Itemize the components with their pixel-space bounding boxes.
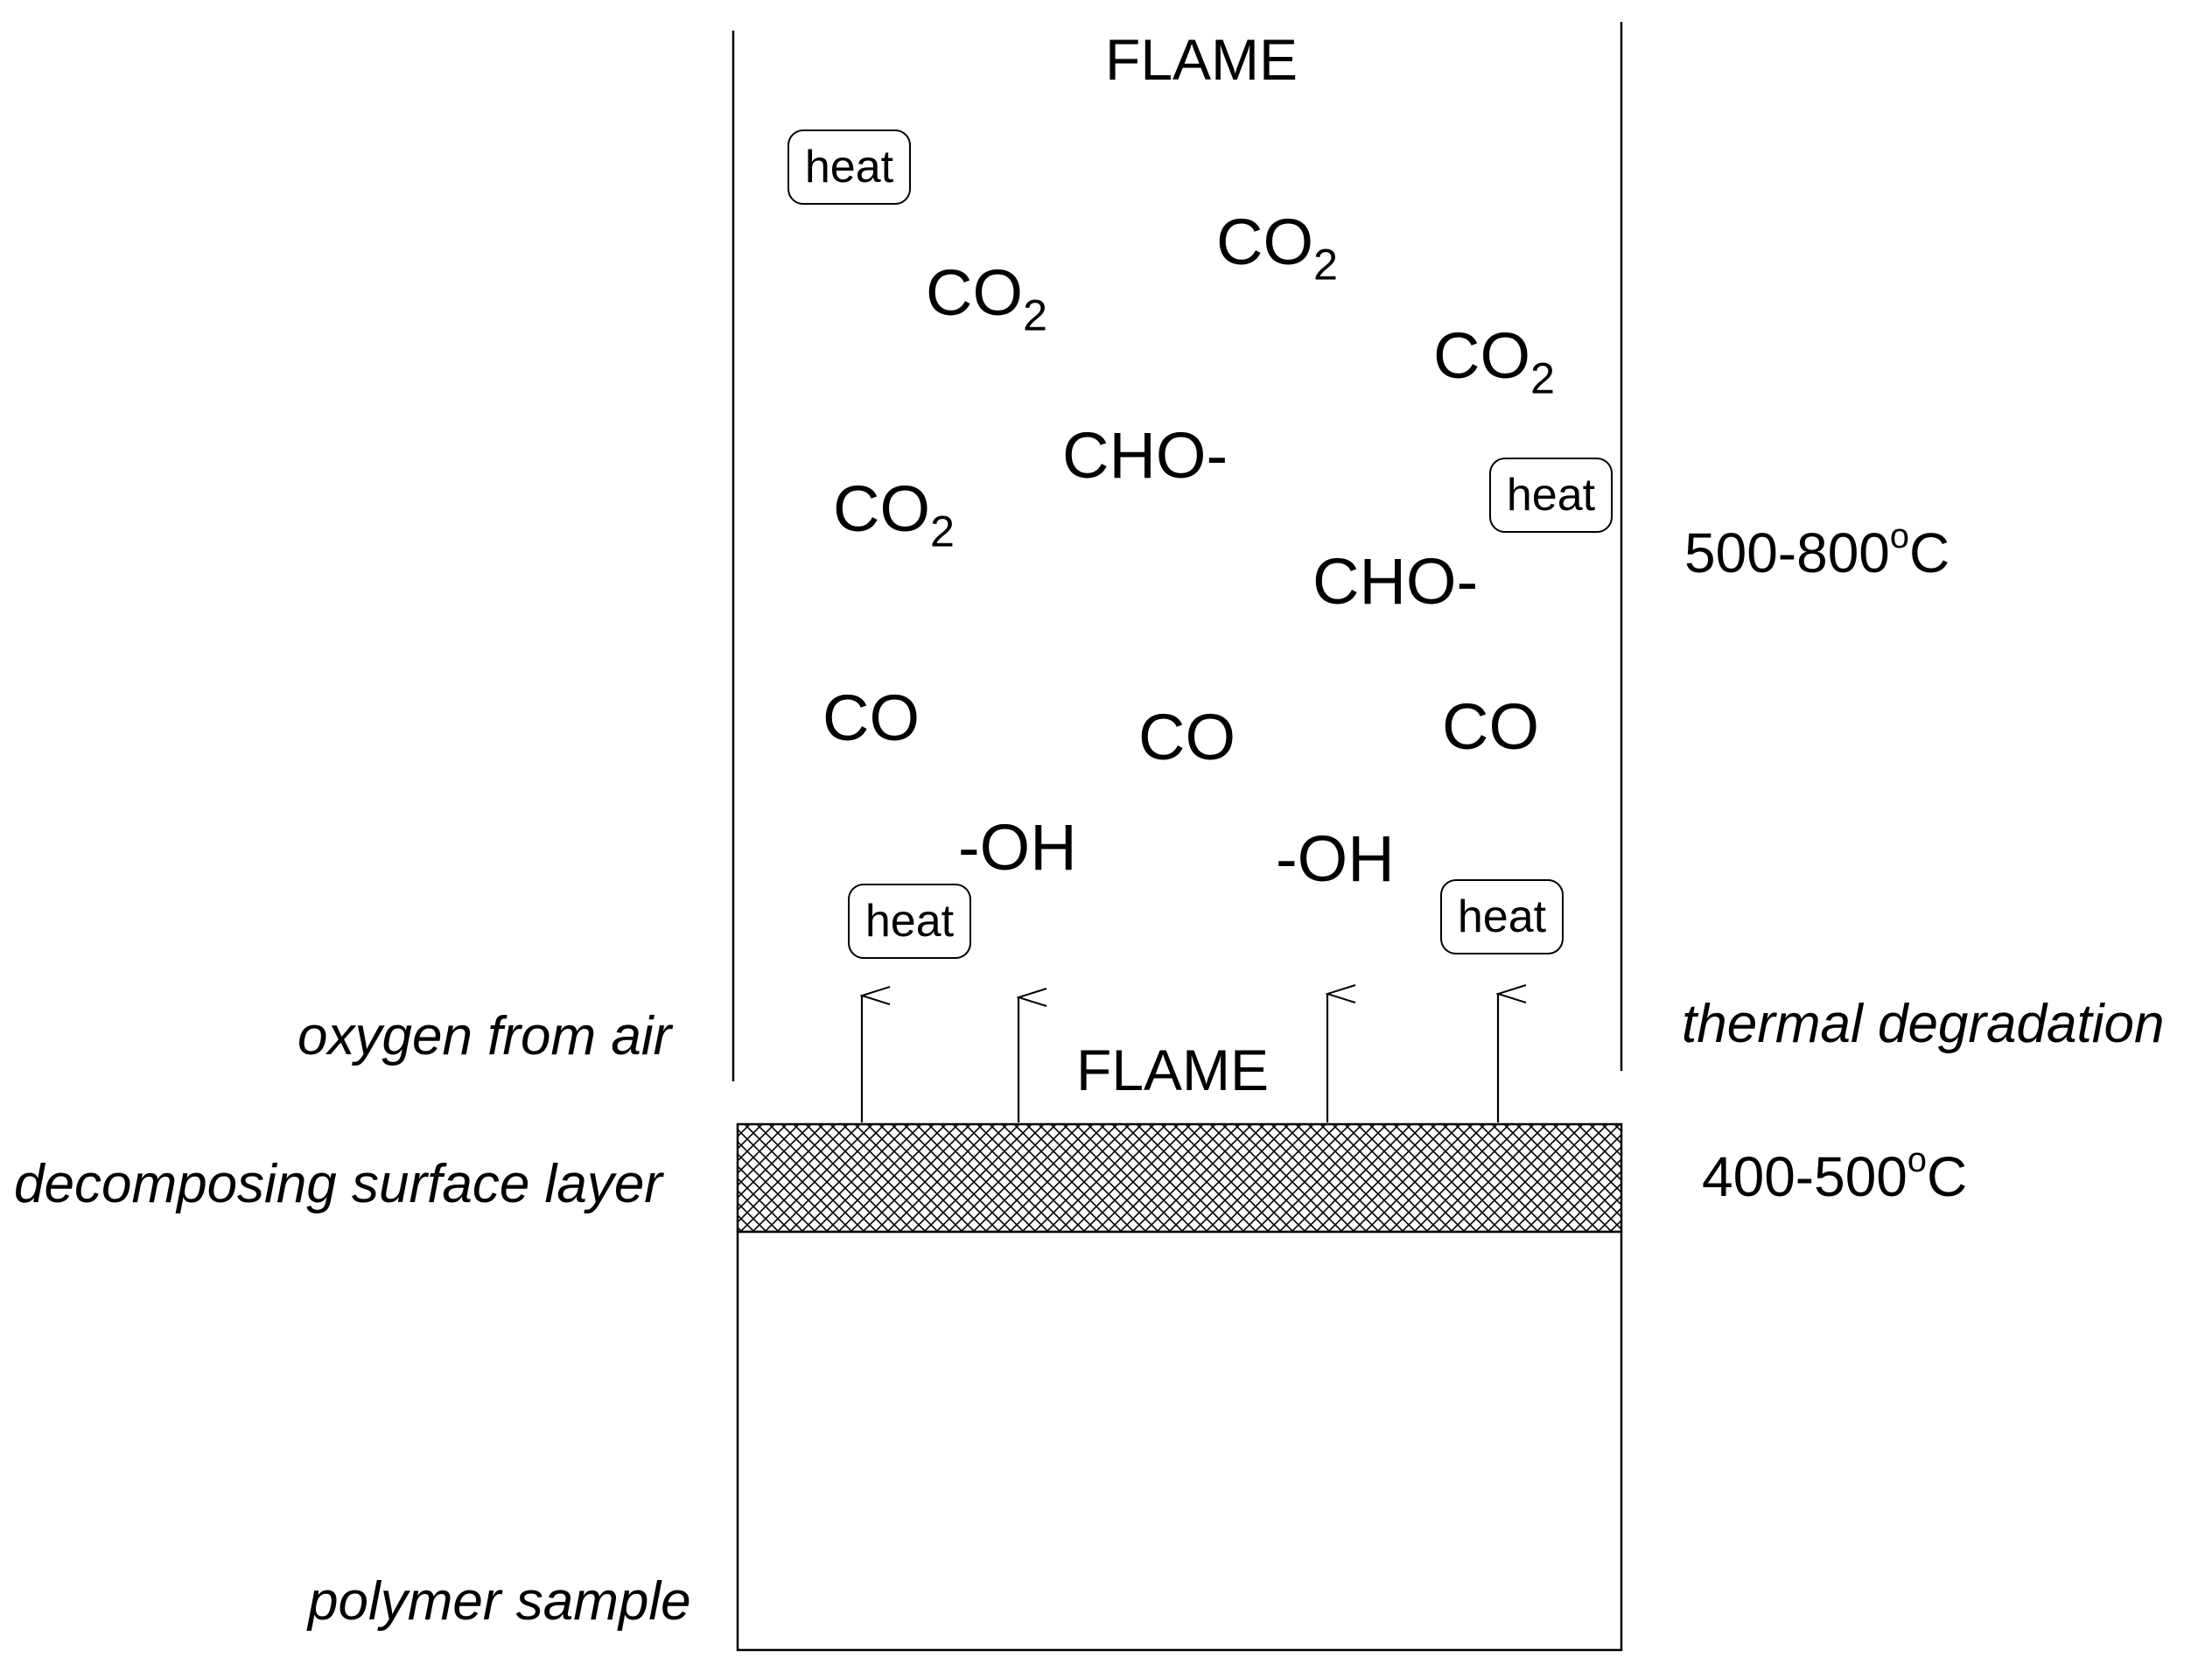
polymer-sample-label: polymer sample <box>308 1571 691 1632</box>
temp-unit: C <box>1908 521 1950 584</box>
co2-label-4: CO2 <box>833 477 955 554</box>
co2-label-1: CO2 <box>926 261 1047 338</box>
heat-box-2: heat <box>1489 458 1613 533</box>
heat-box-3: heat <box>848 884 971 959</box>
oh-label-1: -OH <box>958 811 1077 884</box>
temperature-flame-zone: 500-800oC <box>1684 519 1950 581</box>
temp-unit: C <box>1926 1145 1968 1208</box>
co2-base: CO <box>1433 319 1530 392</box>
degree-symbol: o <box>1889 517 1909 556</box>
temp-value: 500-800 <box>1684 521 1890 584</box>
heat-box-1: heat <box>788 129 911 205</box>
heat-box-4: heat <box>1440 879 1564 954</box>
thermal-degradation-label: thermal degradation <box>1682 994 2165 1054</box>
co-label-2: CO <box>1138 701 1236 773</box>
co-label-1: CO <box>822 682 920 754</box>
co2-label-2: CO2 <box>1216 210 1338 287</box>
decomposing-surface-layer-label: decomposing surface layer <box>14 1154 662 1214</box>
co2-subscript: 2 <box>1023 290 1047 340</box>
cho-label-1: CHO- <box>1062 419 1228 492</box>
cho-label-2: CHO- <box>1312 545 1479 618</box>
degree-symbol: o <box>1907 1141 1927 1180</box>
co-label-3: CO <box>1442 690 1539 763</box>
polymer-sample-block <box>736 1230 1623 1652</box>
temp-value: 400-500 <box>1702 1145 1908 1208</box>
flame-bottom-label: FLAME <box>1076 1038 1270 1102</box>
oh-label-2: -OH <box>1276 822 1395 895</box>
flame-top-label: FLAME <box>1105 27 1298 92</box>
co2-subscript: 2 <box>930 506 955 556</box>
co2-base: CO <box>833 472 930 545</box>
temperature-surface-layer: 400-500oC <box>1702 1143 1967 1205</box>
co2-label-3: CO2 <box>1433 324 1555 401</box>
decomposing-surface-layer <box>736 1122 1623 1234</box>
co2-subscript: 2 <box>1530 353 1555 403</box>
oxygen-from-air-label: oxygen from air <box>298 1006 672 1066</box>
co2-base: CO <box>926 256 1023 329</box>
co2-base: CO <box>1216 206 1313 278</box>
co2-subscript: 2 <box>1313 239 1338 290</box>
